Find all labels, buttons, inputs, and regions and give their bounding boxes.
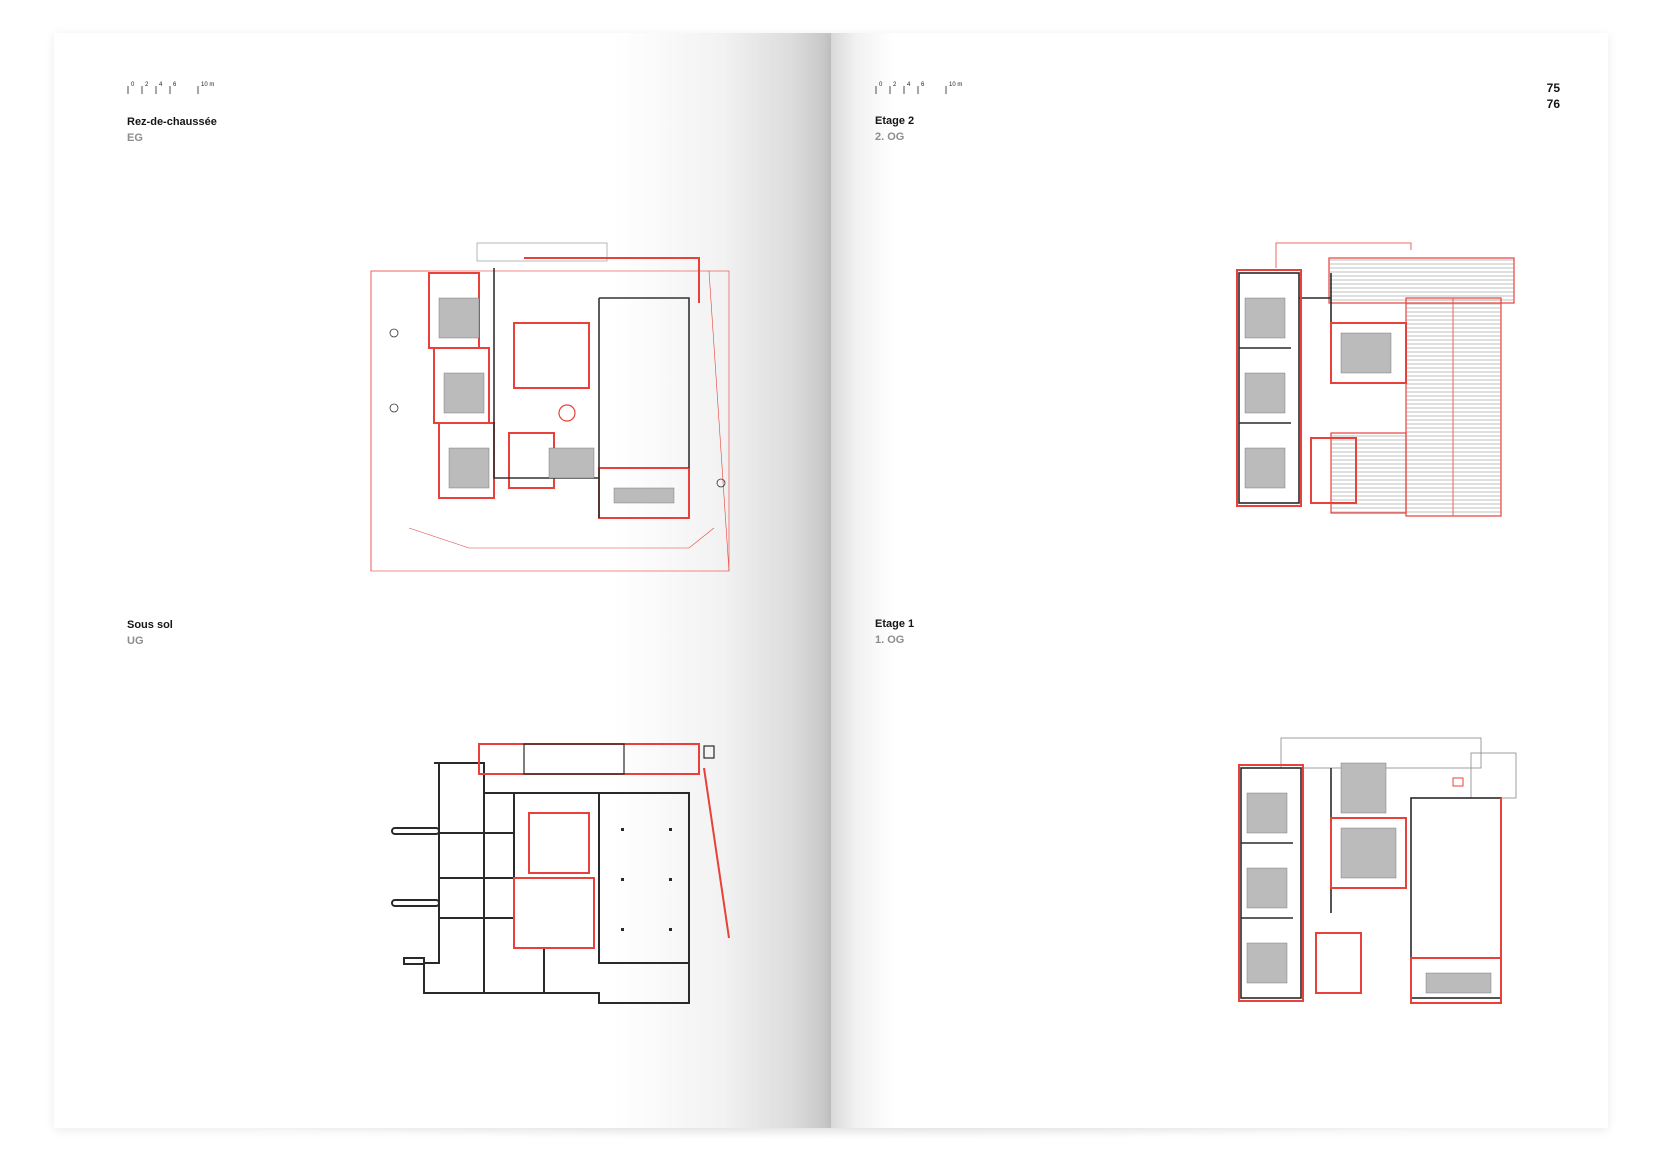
page-number-76: 76 [1546, 97, 1560, 111]
scale-tick-10: 10 m [949, 82, 963, 88]
floor-plan-basement-drawing [391, 743, 730, 1004]
floor-plan-first-floor [1231, 733, 1521, 1023]
scale-bar-graphic [127, 86, 199, 94]
scale-tick-2: 2 [893, 82, 897, 88]
scale-tick-10: 10 m [201, 82, 215, 88]
floor-plan-basement [384, 738, 744, 1023]
plan-title-second-floor: Etage 2 [875, 115, 915, 127]
scale-bar: 0 2 4 6 10 m [875, 82, 975, 95]
floor-plan-ground-floor-drawing [370, 242, 730, 572]
scale-tick-0: 0 [131, 82, 135, 88]
scale-tick-0: 0 [879, 82, 883, 88]
scale-tick-4: 4 [159, 82, 163, 88]
plan-subtitle-ground-floor: EG [127, 132, 143, 144]
floor-plan-ground-floor [369, 238, 739, 578]
left-page: 0 2 4 6 10 m Rez-de-chaussée EG [54, 33, 831, 1128]
scale-tick-6: 6 [173, 82, 177, 88]
plan-title-ground-floor: Rez-de-chaussée [127, 116, 217, 128]
scale-bar-graphic [875, 86, 947, 94]
scale-tick-4: 4 [907, 82, 911, 88]
floor-plan-second-floor-drawing [1236, 242, 1515, 517]
plan-title-first-floor: Etage 1 [875, 618, 915, 630]
scale-bar: 0 2 4 6 10 m [127, 82, 227, 95]
right-page: 0 2 4 6 10 m 75 76 Etage 2 2. OG [831, 33, 1608, 1128]
scale-tick-2: 2 [145, 82, 149, 88]
page-number-75: 75 [1546, 81, 1560, 95]
scale-tick-6: 6 [921, 82, 925, 88]
plan-subtitle-basement: UG [127, 635, 144, 647]
floor-plan-second-floor [1231, 238, 1521, 523]
floor-plan-first-floor-drawing [1238, 737, 1517, 1004]
plan-subtitle-first-floor: 1. OG [875, 634, 905, 646]
book-spread: 0 2 4 6 10 m Rez-de-chaussée EG [54, 33, 1608, 1128]
plan-subtitle-second-floor: 2. OG [875, 131, 905, 143]
plan-title-basement: Sous sol [127, 619, 173, 631]
